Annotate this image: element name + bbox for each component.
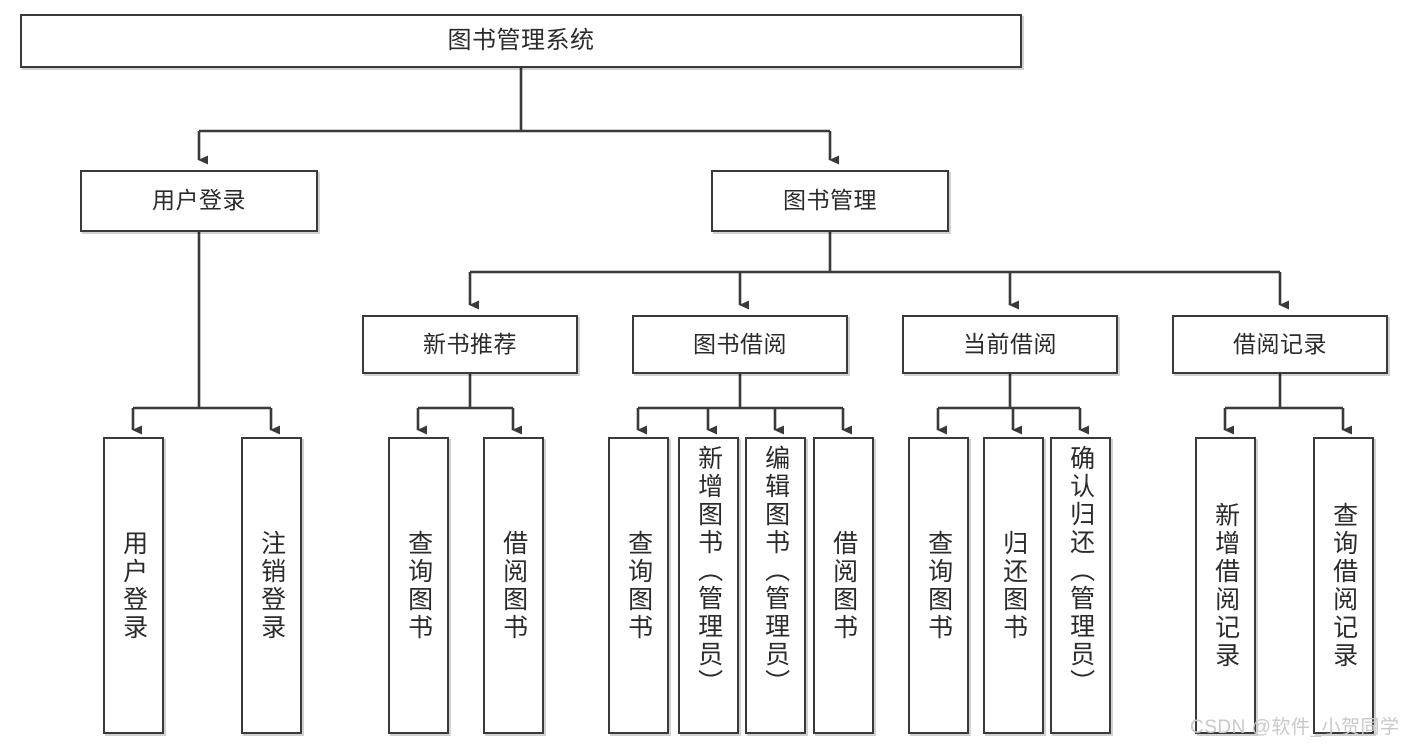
node-book-borrow[interactable]: 图书借阅	[632, 315, 848, 374]
leaf-current-borrow-query[interactable]: 查询图书	[908, 437, 969, 734]
node-label: 新书推荐	[423, 330, 517, 357]
node-label: 用户登录	[119, 529, 148, 642]
leaf-borrow-record-query[interactable]: 查询借阅记录	[1313, 437, 1374, 734]
node-label: 借阅图书	[499, 529, 528, 642]
node-label: 归还图书	[999, 529, 1028, 642]
node-label: 当前借阅	[963, 330, 1057, 357]
node-label: 查询借阅记录	[1329, 501, 1358, 670]
leaf-user-login-login[interactable]: 用户登录	[103, 437, 164, 734]
node-borrow-record[interactable]: 借阅记录	[1172, 315, 1388, 374]
leaf-user-login-logout[interactable]: 注销登录	[241, 437, 302, 734]
node-label: 新增图书（管理员）	[694, 445, 723, 697]
node-label: 编辑图书（管理员）	[761, 445, 790, 697]
leaf-current-borrow-return[interactable]: 归还图书	[983, 437, 1044, 734]
node-root-system[interactable]: 图书管理系统	[20, 14, 1022, 68]
node-label: 图书管理	[783, 187, 877, 214]
leaf-new-book-query[interactable]: 查询图书	[388, 437, 449, 734]
leaf-book-borrow-edit[interactable]: 编辑图书（管理员）	[745, 437, 806, 734]
watermark: CSDN @软件_小贺同学	[1190, 717, 1400, 738]
node-book-management[interactable]: 图书管理	[711, 170, 949, 232]
node-label: 查询图书	[624, 529, 653, 642]
leaf-new-book-borrow[interactable]: 借阅图书	[483, 437, 544, 734]
node-user-login[interactable]: 用户登录	[80, 170, 318, 232]
node-label: 确认归还（管理员）	[1066, 445, 1095, 697]
leaf-borrow-record-add[interactable]: 新增借阅记录	[1195, 437, 1256, 734]
node-label: 查询图书	[404, 529, 433, 642]
node-current-borrow[interactable]: 当前借阅	[902, 315, 1118, 374]
node-label: 新增借阅记录	[1211, 501, 1240, 670]
node-label: 用户登录	[152, 187, 246, 214]
node-new-book-recommend[interactable]: 新书推荐	[362, 315, 578, 374]
node-label: 图书借阅	[693, 330, 787, 357]
leaf-current-borrow-confirm-return[interactable]: 确认归还（管理员）	[1050, 437, 1111, 734]
node-label: 借阅图书	[829, 529, 858, 642]
leaf-book-borrow-borrow[interactable]: 借阅图书	[813, 437, 874, 734]
node-label: 借阅记录	[1233, 330, 1327, 357]
node-label: 图书管理系统	[447, 26, 595, 54]
leaf-book-borrow-add[interactable]: 新增图书（管理员）	[678, 437, 739, 734]
leaf-book-borrow-query[interactable]: 查询图书	[608, 437, 669, 734]
node-label: 注销登录	[257, 529, 286, 642]
node-label: 查询图书	[924, 529, 953, 642]
